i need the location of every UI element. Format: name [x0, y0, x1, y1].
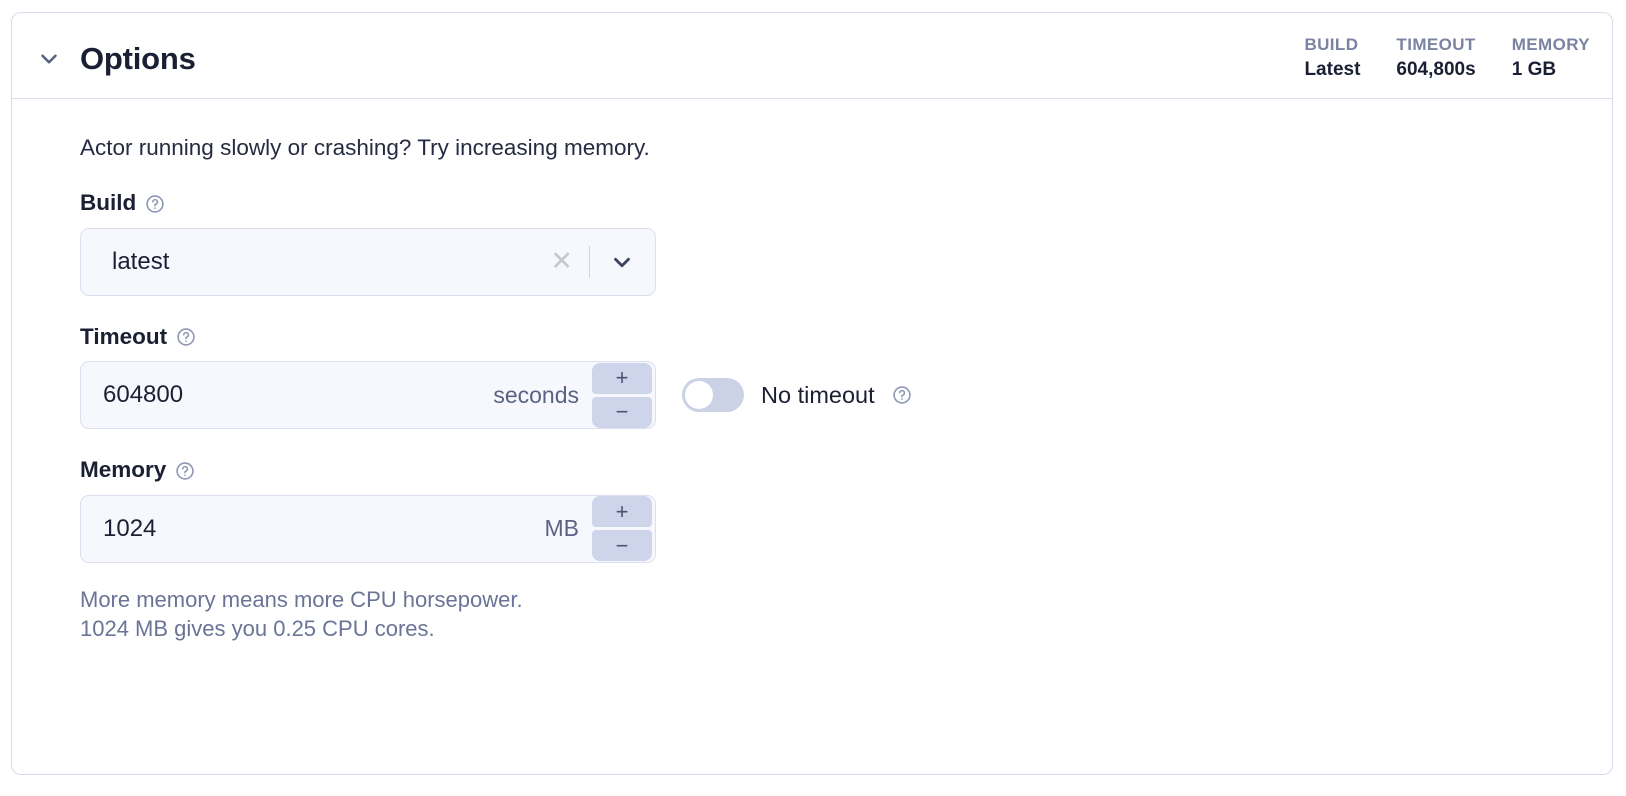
memory-input[interactable]	[81, 513, 545, 544]
question-circle-icon[interactable]	[176, 327, 196, 347]
memory-helper-line-2: 1024 MB gives you 0.25 CPU cores.	[80, 616, 435, 641]
chevron-down-icon[interactable]	[590, 249, 655, 275]
memory-stepper: + −	[592, 496, 655, 562]
memory-helper-line-1: More memory means more CPU horsepower.	[80, 586, 523, 612]
build-select[interactable]: latest ✕	[80, 227, 656, 296]
no-timeout-control: No timeout	[682, 378, 912, 413]
stat-build-label: BUILD	[1304, 35, 1359, 54]
header-stats: BUILD Latest TIMEOUT 604,800s MEMORY 1 G…	[1304, 35, 1590, 80]
options-collapse-toggle[interactable]: Options	[36, 43, 196, 74]
intro-text: Actor running slowly or crashing? Try in…	[80, 135, 650, 160]
question-circle-icon[interactable]	[145, 194, 165, 214]
stat-memory: MEMORY 1 GB	[1512, 35, 1590, 80]
memory-row: MB + −	[80, 494, 1612, 563]
stat-memory-value: 1 GB	[1511, 58, 1557, 80]
memory-label-row: Memory	[80, 459, 1612, 482]
select-divider	[589, 245, 590, 278]
no-timeout-label: No timeout	[761, 381, 875, 408]
stat-timeout: TIMEOUT 604,800s	[1396, 35, 1475, 80]
page-title: Options	[80, 41, 196, 76]
memory-increment-button[interactable]: +	[592, 496, 652, 528]
timeout-label: Timeout	[80, 323, 168, 349]
timeout-input[interactable]	[81, 380, 494, 411]
stat-timeout-label: TIMEOUT	[1396, 35, 1476, 54]
options-card-body: Actor running slowly or crashing? Try in…	[12, 99, 1612, 643]
build-select-value: latest	[112, 247, 170, 275]
memory-label: Memory	[80, 457, 167, 483]
chevron-down-icon	[36, 46, 62, 72]
close-icon[interactable]: ✕	[550, 246, 573, 277]
stat-timeout-value: 604,800s	[1396, 58, 1476, 80]
stat-memory-label: MEMORY	[1511, 35, 1590, 54]
timeout-label-row: Timeout	[80, 323, 1612, 349]
timeout-unit: seconds	[493, 381, 579, 408]
timeout-stepper: + −	[592, 362, 655, 428]
timeout-decrement-button[interactable]: −	[592, 396, 652, 428]
build-label: Build	[80, 190, 137, 216]
memory-unit: MB	[544, 515, 580, 542]
no-timeout-toggle[interactable]	[682, 378, 744, 413]
memory-helper-text: More memory means more CPU horsepower. 1…	[80, 585, 1612, 644]
options-card-header: Options BUILD Latest TIMEOUT 604,800s ME…	[12, 13, 1612, 99]
memory-decrement-button[interactable]: −	[592, 530, 652, 562]
stat-build: BUILD Latest	[1304, 35, 1360, 80]
question-circle-icon[interactable]	[892, 385, 912, 405]
memory-input-wrapper[interactable]: MB + −	[80, 494, 656, 563]
options-card: Options BUILD Latest TIMEOUT 604,800s ME…	[11, 12, 1613, 775]
timeout-increment-button[interactable]: +	[592, 362, 652, 394]
build-label-row: Build	[80, 192, 1612, 215]
toggle-knob	[685, 381, 713, 410]
timeout-row: seconds + − No timeout	[80, 361, 1612, 430]
stat-build-value: Latest	[1304, 58, 1361, 80]
timeout-input-wrapper[interactable]: seconds + −	[80, 361, 656, 430]
question-circle-icon[interactable]	[175, 461, 195, 481]
